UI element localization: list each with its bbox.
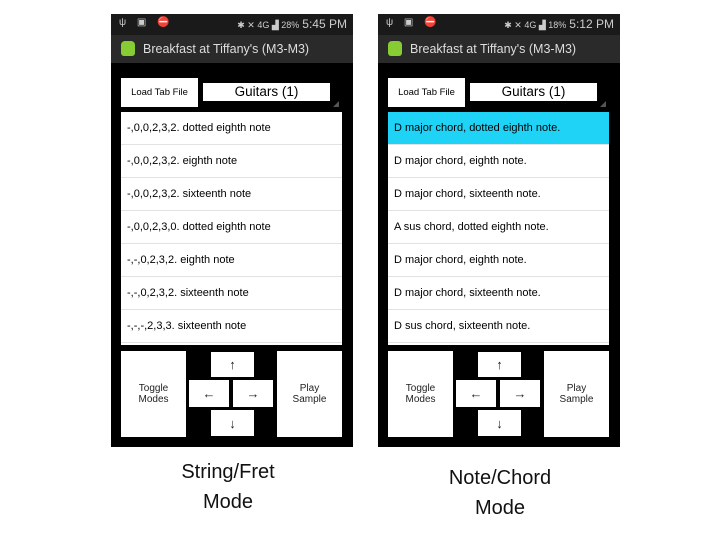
caption-line: Mode bbox=[474, 497, 526, 519]
load-tab-file-button[interactable]: Load Tab File bbox=[121, 78, 198, 107]
system-icons: ✱ ✕ 4G ▟ 28% bbox=[237, 20, 300, 30]
list-item[interactable]: D sus chord, sixteenth note. bbox=[388, 310, 609, 343]
list-item[interactable]: -,-,0,2,3,2. sixteenth note bbox=[121, 277, 342, 310]
right-arrow-button[interactable]: → bbox=[500, 380, 540, 407]
play-sample-button[interactable]: Play Sample bbox=[277, 351, 342, 437]
system-icons: ✱ ✕ 4G ▟ 18% bbox=[504, 20, 567, 30]
toggle-modes-button[interactable]: Toggle Modes bbox=[388, 351, 453, 437]
action-bar: Breakfast at Tiffany's (M3-M3) bbox=[111, 35, 353, 63]
notification-icons: ψ ▣ ⛔ bbox=[119, 17, 174, 28]
down-arrow-button[interactable]: ↓ bbox=[211, 410, 254, 436]
list-item[interactable]: D major chord, sixteenth note. bbox=[388, 178, 609, 211]
status-bar: ψ ▣ ⛔ ✱ ✕ 4G ▟ 18%5:12 PM bbox=[378, 14, 620, 35]
left-arrow-button[interactable]: ← bbox=[456, 380, 496, 407]
phone-screen: ψ ▣ ⛔ ✱ ✕ 4G ▟ 28%5:45 PM Breakfast at T… bbox=[111, 14, 353, 447]
right-arrow-button[interactable]: → bbox=[233, 380, 273, 407]
toggle-modes-button[interactable]: Toggle Modes bbox=[121, 351, 186, 437]
note-list[interactable]: D major chord, dotted eighth note.D majo… bbox=[388, 112, 609, 345]
phone-screen: ψ ▣ ⛔ ✱ ✕ 4G ▟ 18%5:12 PM Breakfast at T… bbox=[378, 14, 620, 447]
action-bar: Breakfast at Tiffany's (M3-M3) bbox=[378, 35, 620, 63]
down-arrow-button[interactable]: ↓ bbox=[478, 410, 521, 436]
note-list[interactable]: -,0,0,2,3,2. dotted eighth note-,0,0,2,3… bbox=[121, 112, 342, 345]
spinner-arrow-icon bbox=[600, 101, 606, 107]
spinner-arrow-icon bbox=[333, 101, 339, 107]
list-item[interactable]: -,0,0,2,3,2. dotted eighth note bbox=[121, 112, 342, 145]
up-arrow-button[interactable]: ↑ bbox=[211, 352, 254, 377]
list-item[interactable]: D major chord, eighth note. bbox=[388, 244, 609, 277]
mode-caption: String/Fret Mode bbox=[128, 457, 328, 517]
app-title: Breakfast at Tiffany's (M3-M3) bbox=[143, 42, 310, 56]
caption-line: Note/Chord bbox=[448, 467, 552, 489]
left-arrow-button[interactable]: ← bbox=[189, 380, 229, 407]
app-title: Breakfast at Tiffany's (M3-M3) bbox=[410, 42, 577, 56]
notification-icons: ψ ▣ ⛔ bbox=[386, 17, 441, 28]
list-item[interactable]: -,0,0,2,3,2. eighth note bbox=[121, 145, 342, 178]
play-sample-button[interactable]: Play Sample bbox=[544, 351, 609, 437]
caption-line: String/Fret bbox=[181, 461, 275, 483]
status-bar: ψ ▣ ⛔ ✱ ✕ 4G ▟ 28%5:45 PM bbox=[111, 14, 353, 35]
clock: 5:45 PM bbox=[302, 17, 347, 31]
list-item[interactable]: D major chord, dotted eighth note. bbox=[388, 112, 609, 145]
clock: 5:12 PM bbox=[569, 17, 614, 31]
instrument-spinner[interactable]: Guitars (1) bbox=[470, 83, 597, 101]
list-item[interactable]: -,-,0,2,3,2. eighth note bbox=[121, 244, 342, 277]
caption-line: Mode bbox=[202, 491, 254, 513]
list-item[interactable]: D major chord, eighth note. bbox=[388, 145, 609, 178]
list-item[interactable]: A sus chord, dotted eighth note. bbox=[388, 211, 609, 244]
up-arrow-button[interactable]: ↑ bbox=[478, 352, 521, 377]
mode-caption: Note/Chord Mode bbox=[400, 463, 600, 523]
list-item[interactable]: -,0,0,2,3,0. dotted eighth note bbox=[121, 211, 342, 244]
load-tab-file-button[interactable]: Load Tab File bbox=[388, 78, 465, 107]
list-item[interactable]: D major chord, sixteenth note. bbox=[388, 277, 609, 310]
android-app-icon bbox=[388, 41, 402, 56]
instrument-spinner[interactable]: Guitars (1) bbox=[203, 83, 330, 101]
android-app-icon bbox=[121, 41, 135, 56]
list-item[interactable]: -,-,-,2,3,3. sixteenth note bbox=[121, 310, 342, 343]
list-item[interactable]: -,0,0,2,3,2. sixteenth note bbox=[121, 178, 342, 211]
